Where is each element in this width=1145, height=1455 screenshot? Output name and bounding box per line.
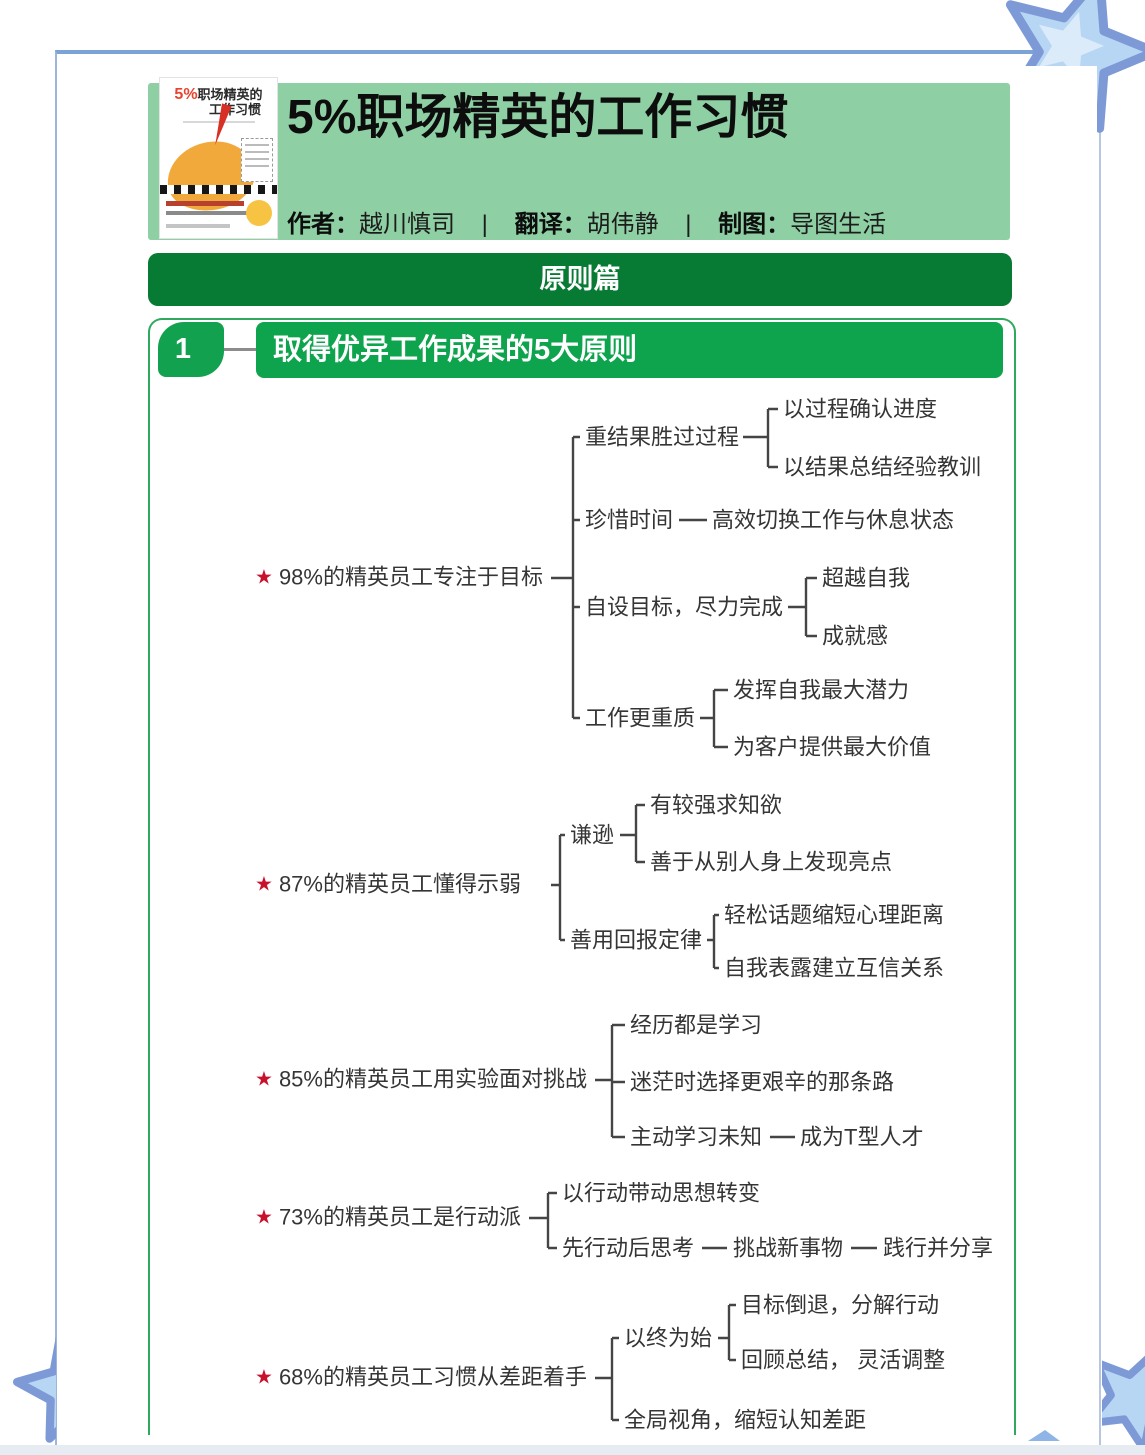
mindmap-node: 目标倒退，分解行动 (741, 1292, 940, 1318)
bottom-edge-band (0, 1445, 1145, 1455)
cover-title-line2: 工作习惯 (208, 102, 261, 117)
star-icon: ★ (255, 1366, 273, 1389)
mindmap-node: 有较强求知欲 (650, 792, 783, 818)
mapper-name: 导图生活 (790, 211, 887, 238)
branch-label: 87%的精英员工懂得示弱 (278, 871, 521, 897)
mindmap-node: 善于从别人身上发现亮点 (650, 849, 893, 875)
mindmap-node: 为客户提供最大价值 (733, 734, 932, 760)
mindmap-node: 迷茫时选择更艰辛的那条路 (630, 1069, 895, 1095)
star-icon: ★ (255, 1206, 273, 1229)
mindmap-branch: ★87%的精英员工懂得示弱 (255, 871, 521, 900)
cover-text-bar (166, 224, 230, 228)
cover-title-line1: 5%职场精英的 (160, 86, 277, 103)
mindmap-node: 以结果总结经验教训 (783, 454, 982, 480)
chapter-banner: 原则篇 (148, 253, 1012, 306)
section-title-bar: 取得优异工作成果的5大原则 (256, 322, 1003, 378)
mindmap-node: 发挥自我最大潜力 (733, 677, 910, 703)
page-title: 5%职场精英的工作习惯 (287, 91, 789, 144)
mindmap-node: 先行动后思考 (562, 1235, 695, 1261)
mindmap-node: 高效切换工作与休息状态 (712, 507, 955, 533)
branch-label: 98%的精英员工专注于目标 (278, 564, 543, 590)
book-cover: 5%职场精英的 工作习惯 (160, 78, 277, 238)
mindmap-node: 以过程确认进度 (783, 396, 938, 422)
author-name: 越川慎司 (359, 211, 455, 238)
mindmap-node: 工作更重质 (585, 705, 696, 731)
mindmap-node: 珍惜时间 (585, 507, 674, 533)
star-icon: ★ (255, 1068, 273, 1091)
section-container (148, 318, 1016, 1435)
translator-label: 翻译： (514, 211, 587, 238)
cover-text-bar (166, 211, 258, 215)
author-label: 作者： (287, 211, 359, 238)
mindmap-node: 以终为始 (624, 1325, 713, 1351)
mindmap-node: 挑战新事物 (733, 1235, 844, 1261)
cover-title-pct: 5% (174, 86, 198, 103)
credits-line: 作者：越川慎司 | 翻译：胡伟静 | 制图：导图生活 (287, 204, 886, 239)
mindmap-node: 回顾总结， 灵活调整 (741, 1347, 946, 1373)
cover-text-bar (166, 201, 244, 206)
mindmap-node: 自设目标，尽力完成 (585, 594, 784, 620)
mindmap-branch: ★73%的精英员工是行动派 (255, 1204, 521, 1233)
mindmap-node: 成为T型人才 (800, 1124, 924, 1150)
section-number-badge: 1 (158, 322, 224, 377)
mindmap-node: 成就感 (822, 623, 889, 649)
mindmap-node: 超越自我 (822, 565, 911, 591)
cover-checker-strip (160, 185, 277, 194)
mindmap-node: 自我表露建立互信关系 (724, 955, 945, 981)
mindmap-node: 践行并分享 (883, 1235, 994, 1261)
mindmap-node: 主动学习未知 (630, 1124, 763, 1150)
mindmap-branch: ★68%的精英员工习惯从差距着手 (255, 1364, 587, 1393)
translator-name: 胡伟静 (586, 211, 659, 238)
cover-title-rest: 职场精英的 (197, 87, 263, 102)
mindmap-branch: ★85%的精英员工用实验面对挑战 (255, 1066, 587, 1095)
mindmap-node: 全局视角，缩短认知差距 (624, 1407, 867, 1433)
star-icon: ★ (255, 566, 273, 589)
separator: | (685, 211, 692, 238)
mindmap-branch: ★98%的精英员工专注于目标 (255, 564, 543, 593)
branch-label: 68%的精英员工习惯从差距着手 (278, 1364, 587, 1390)
mindmap-node: 重结果胜过过程 (585, 424, 740, 450)
cover-subtitle-bar (182, 121, 255, 123)
mindmap-node: 善用回报定律 (570, 927, 703, 953)
star-icon: ★ (255, 873, 273, 896)
header-band (148, 83, 1010, 240)
branch-label: 85%的精英员工用实验面对挑战 (278, 1066, 587, 1092)
mindmap-node: 以行动带动思想转变 (562, 1180, 761, 1206)
mindmap-node: 经历都是学习 (630, 1012, 763, 1038)
branch-label: 73%的精英员工是行动派 (278, 1204, 521, 1230)
section-connector (224, 348, 256, 351)
mindmap-node: 谦逊 (570, 822, 615, 848)
mindmap-node: 轻松话题缩短心理距离 (724, 902, 945, 928)
separator: | (481, 211, 488, 238)
cover-round-badge (246, 200, 272, 226)
mapper-label: 制图： (718, 211, 791, 238)
cover-note-box (241, 138, 273, 182)
